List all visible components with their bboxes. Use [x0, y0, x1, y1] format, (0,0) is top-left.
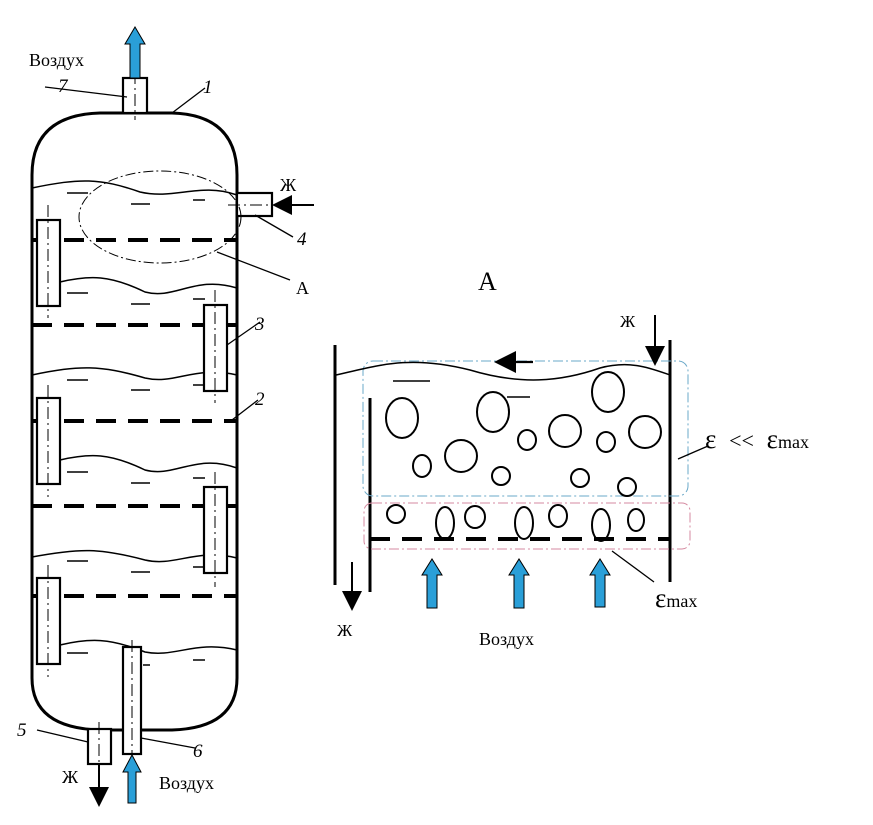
- column: Воздух 7 1 Ж 4 А 3 2 5 6 Ж Воздух: [17, 26, 314, 807]
- callout-4: 4: [297, 229, 307, 250]
- bubble: [517, 429, 537, 451]
- detail-liquid-in-label: Ж: [620, 312, 636, 331]
- epsilon-symbol: ε: [705, 424, 716, 454]
- bubble: [627, 508, 645, 532]
- bubble: [596, 431, 616, 453]
- max-subscript: max: [666, 591, 697, 611]
- bubble: [514, 506, 534, 540]
- bubble: [385, 397, 419, 439]
- downcomers: [35, 205, 229, 677]
- callout-3: 3: [254, 314, 265, 335]
- callout-7: 7: [58, 76, 69, 97]
- callout-5: 5: [17, 720, 27, 741]
- column-shell: [30, 111, 239, 732]
- air-outlet-arrow: [124, 26, 146, 79]
- bubble: [444, 439, 478, 473]
- detail-air-arrow-2: [508, 558, 530, 609]
- air-outlet-label: Воздух: [29, 50, 84, 70]
- liquid-inlet-label: Ж: [280, 175, 297, 195]
- detail-title: А: [478, 267, 497, 296]
- liquid-marks: [67, 192, 205, 666]
- bubble: [548, 414, 582, 448]
- bubble: [435, 506, 455, 540]
- foam-bubbles: [385, 371, 662, 497]
- liquid-surface-1: [31, 180, 238, 196]
- air-inlet-label: Воздух: [159, 773, 214, 793]
- detail-a: А Ж Ж: [333, 267, 809, 649]
- detail-a-ellipse: [78, 170, 242, 264]
- bubble: [628, 415, 662, 449]
- bubble: [617, 477, 637, 497]
- downcomer-4: [202, 485, 229, 575]
- detail-air-arrow-3: [589, 558, 611, 608]
- epsilon-symbol: ε: [655, 583, 666, 613]
- bubbling-zone-label: εmax: [655, 583, 697, 613]
- detail-air-arrow-1: [421, 558, 443, 609]
- callout-1: 1: [203, 77, 213, 98]
- callout-2: 2: [255, 389, 265, 410]
- liquid-surface-4: [59, 454, 238, 473]
- detail-air-label: Воздух: [479, 629, 534, 649]
- liquid-surface-6: [59, 639, 238, 654]
- detail-liquid-surface: [335, 361, 671, 381]
- tray-bubbles: [386, 504, 645, 542]
- callout-6: 6: [193, 741, 203, 762]
- epsilon-max-symbol: ε: [767, 424, 778, 454]
- foam-zone-label: ε << εmax: [705, 424, 809, 454]
- bubble: [591, 508, 611, 542]
- bubble: [464, 505, 486, 529]
- bubble: [570, 468, 590, 488]
- bubbling-zone-box: [363, 502, 691, 550]
- bubble: [591, 371, 625, 413]
- much-less-symbol: <<: [729, 428, 754, 453]
- bubble: [491, 466, 511, 486]
- downcomer-1: [35, 218, 62, 308]
- liquid-surface-2: [59, 276, 238, 295]
- max-subscript: max: [778, 432, 809, 452]
- bubble: [412, 454, 432, 478]
- detail-liquid-out-label: Ж: [337, 621, 353, 640]
- air-inlet-arrow: [122, 753, 142, 804]
- callout-a: А: [296, 278, 309, 298]
- liquid-outlet-label: Ж: [62, 767, 79, 787]
- downcomer-2: [202, 303, 229, 393]
- bubble: [476, 391, 510, 433]
- bubble: [548, 504, 568, 528]
- bubble: [386, 504, 406, 524]
